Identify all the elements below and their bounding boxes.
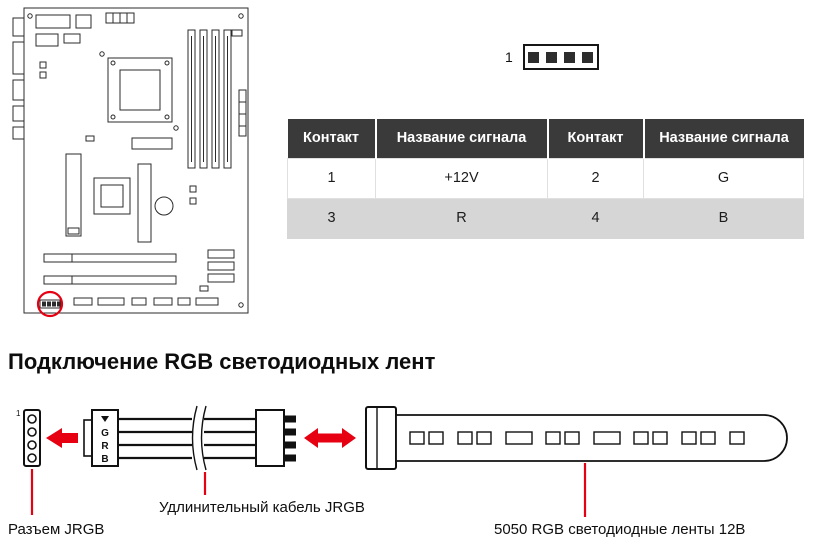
- motherboard-diagram: [12, 7, 249, 318]
- cpu-socket: [107, 57, 173, 123]
- led-strip-graphic: [365, 406, 788, 470]
- cable-pin-label-r: R: [101, 441, 109, 452]
- pin-header-diagram: 1: [505, 44, 599, 70]
- table-cell: +12V: [375, 157, 548, 199]
- connector-pin1-label: 1: [16, 409, 21, 418]
- table-header-row: Контакт Название сигнала Контакт Названи…: [287, 119, 804, 158]
- table-cell: G: [643, 157, 804, 199]
- section-heading: Подключение RGB светодиодных лент: [8, 349, 436, 374]
- cable-pin-label-g: G: [101, 428, 109, 439]
- pcie-slots: [43, 253, 177, 285]
- pin-pad: [564, 51, 576, 63]
- col-header-pin-a: Контакт: [287, 119, 376, 158]
- pin-pad: [528, 51, 540, 63]
- connection-diagram: 1 G R B: [16, 405, 788, 517]
- pin1-label: 1: [505, 49, 513, 65]
- table-cell: R: [375, 197, 548, 239]
- label-led-strip: 5050 RGB светодиодные ленты 12В: [494, 521, 746, 538]
- arrow-left-icon: [46, 428, 78, 448]
- pin-box: [522, 44, 599, 70]
- pin1-marker-icon: [101, 416, 109, 422]
- col-header-signal-b: Название сигнала: [642, 119, 804, 158]
- jrgb-highlight-circle: [36, 290, 64, 318]
- label-jrgb-connector: Разъем JRGB: [8, 521, 105, 538]
- dimm-slots: [187, 29, 232, 169]
- cable-pin-label-b: B: [101, 454, 108, 465]
- cmos-battery: [154, 196, 174, 216]
- col-header-pin-b: Контакт: [546, 119, 644, 158]
- col-header-signal-a: Название сигнала: [374, 119, 548, 158]
- cable-break-gap: [192, 406, 204, 470]
- label-extension-cable: Удлинительный кабель JRGB: [159, 499, 365, 516]
- arrow-double-icon: [304, 428, 356, 448]
- pin-pad: [582, 51, 594, 63]
- table-cell: 4: [547, 197, 644, 239]
- table-cell: 3: [287, 197, 376, 239]
- jrgb-connector-graphic: 1: [16, 409, 41, 467]
- led-pads: [409, 431, 745, 445]
- extension-cable-graphic: G R B: [83, 405, 296, 471]
- pinout-table: Контакт Название сигнала Контакт Названи…: [287, 119, 804, 239]
- table-cell: B: [643, 197, 804, 239]
- table-row: 1 +12V 2 G: [287, 157, 804, 199]
- table-row: 3 R 4 B: [287, 197, 804, 239]
- jrgb-header: [39, 299, 61, 309]
- pin-pad: [546, 51, 558, 63]
- table-cell: 2: [547, 157, 644, 199]
- table-cell: 1: [287, 157, 376, 199]
